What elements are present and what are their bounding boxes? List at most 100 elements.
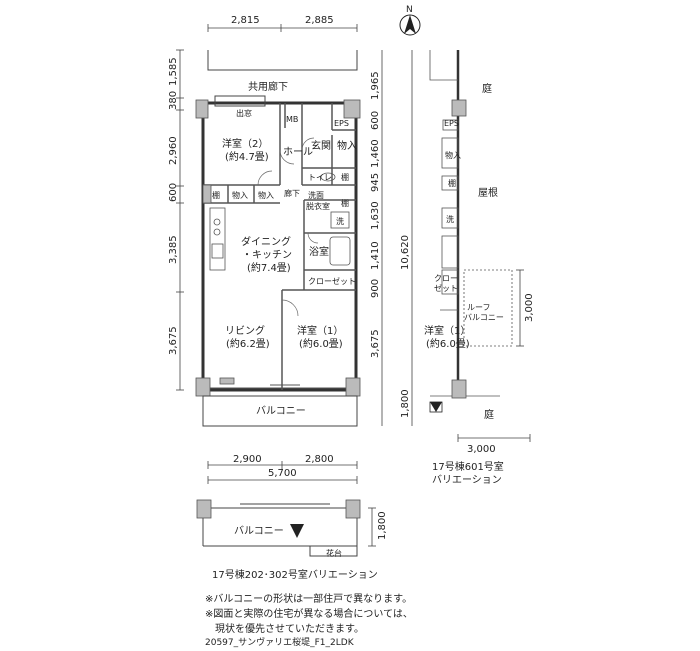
washroom-label: 洗面: [308, 190, 324, 200]
balcony-sash: [210, 384, 346, 389]
var-shelf-label: 棚: [448, 178, 456, 188]
storage-entrance-1: 物入: [337, 139, 357, 152]
door-swings: [257, 137, 319, 317]
dim-mid-3: 1,460: [370, 139, 381, 168]
living-label: リビング: [225, 324, 265, 337]
variation-202-title: 17号棟202･302号室バリエーション: [212, 568, 378, 581]
view-direction-icon: [429, 401, 443, 413]
note-line-1: ※バルコニーの形状は一部住戸で異なります。: [205, 594, 413, 605]
hall-label: ホール: [283, 146, 313, 158]
bay-window: [214, 95, 266, 107]
note-line-3: 現状を優先させていただきます。: [205, 624, 364, 635]
top-dimension-line: [207, 24, 358, 32]
dim-bottom-2: 2,800: [305, 454, 334, 465]
dim-mid-2: 600: [370, 111, 381, 130]
flower-bed-label: 花台: [326, 548, 342, 558]
dim-top-2: 2,885: [305, 15, 334, 26]
dim-top-1: 2,815: [231, 15, 260, 26]
western2-area: (約4.7畳): [225, 150, 269, 163]
variation-601-fixtures: [429, 50, 513, 397]
corridor-outline: [207, 50, 358, 71]
var-balcony-dimension: [368, 507, 376, 547]
north-compass-icon: N: [399, 5, 421, 36]
garden-top-label: 庭: [482, 82, 492, 95]
dim-left-2: 380: [168, 91, 179, 110]
corridor-short-label: 廊下: [284, 188, 300, 198]
bay-window-label: 出窓: [236, 108, 252, 118]
left-dimension-line: [176, 49, 184, 391]
var-closet-label-2: ゼット: [434, 283, 458, 293]
roof-label: 屋根: [478, 186, 498, 199]
dim-bottom-1: 2,900: [233, 454, 262, 465]
dim-var-balcony: 1,800: [377, 511, 388, 540]
dim-mid-9: 3,675: [370, 329, 381, 358]
living-area: (約6.2畳): [226, 337, 270, 350]
dim-left-3: 2,960: [168, 136, 179, 165]
var-eps-label: EPS: [444, 119, 459, 128]
dining-area: (約7.4畳): [247, 261, 291, 274]
dim-mid-5: 1,630: [370, 201, 381, 230]
roof-balcony-label-2: バルコニー: [464, 313, 504, 322]
western1-label: 洋室（1）: [297, 324, 343, 337]
kitchen-label: ・キッチン: [242, 249, 292, 261]
var-western1-area: (約6.0畳): [426, 337, 470, 350]
roof-balcony-dimension: [516, 269, 524, 347]
bathtub-icon: [329, 236, 351, 266]
variation-601-title-2: バリエーション: [432, 474, 502, 486]
compass-label: N: [406, 5, 413, 15]
view-direction-icon-2: [290, 524, 304, 538]
shelf-label-3: 棚: [341, 198, 349, 208]
dressing-room-label: 脱衣室: [306, 201, 330, 211]
footer-code: 20597_サンヴァリエ桜堤_F1_2LDK: [205, 638, 354, 648]
dim-left-5: 3,385: [168, 235, 179, 264]
dim-left-4: 600: [168, 183, 179, 202]
var-wash-label: 洗: [446, 214, 454, 224]
var-bottom-dimension: [457, 434, 531, 442]
eps-label: EPS: [334, 119, 349, 128]
dim-mid-4: 945: [370, 173, 381, 192]
var-balcony-label: バルコニー: [234, 525, 284, 537]
dim-left-1: 1,585: [168, 57, 179, 86]
toilet-fixture-icon: [320, 172, 336, 182]
storage-label-3: 物入: [258, 190, 274, 200]
bath-label: 浴室: [309, 245, 329, 258]
toilet-label: トイレ: [308, 173, 332, 182]
balcony-label: バルコニー: [256, 405, 306, 417]
structural-columns: [195, 99, 361, 397]
balcony-outline: [202, 395, 358, 427]
washing-machine-icon: [330, 211, 350, 229]
shelf-label-2: 棚: [212, 190, 220, 200]
mb-label: MB: [286, 115, 298, 124]
var-western1-label: 洋室（1）: [424, 324, 470, 337]
variation-202-columns: [196, 499, 361, 519]
wash-label: 洗: [336, 216, 344, 226]
roof-balcony-label-1: ルーフ: [467, 303, 491, 312]
dim-var-bottom: 3,000: [467, 444, 496, 455]
main-plan-walls: [201, 101, 358, 392]
garden-bottom-label: 庭: [484, 408, 494, 421]
bottom-dimension-line: [207, 461, 358, 484]
dim-mid-10: 1,800: [400, 389, 411, 418]
var-storage-label: 物入: [445, 150, 461, 160]
storage-label-2: 物入: [232, 190, 248, 200]
dim-mid-7: 10,620: [400, 235, 411, 270]
dim-mid-6: 1,410: [370, 241, 381, 270]
closet-label: クローゼット: [308, 276, 356, 286]
variation-601-columns: [451, 99, 467, 399]
variation-601-title-1: 17号棟601号室: [432, 460, 504, 473]
dim-roof-h: 3,000: [524, 293, 535, 322]
dim-left-6: 3,675: [168, 326, 179, 355]
interior-walls: [203, 103, 356, 390]
dim-mid-8: 900: [370, 279, 381, 298]
kitchen-counter: [209, 207, 226, 271]
mid-dimension-line: [381, 50, 413, 426]
shelf-label-1: 棚: [341, 172, 349, 182]
entrance-label: 玄関: [311, 139, 331, 152]
dining-label: ダイニング: [241, 235, 291, 248]
corridor-label: 共用廊下: [248, 80, 288, 93]
var-closet-label-1: クロー: [434, 274, 458, 283]
western2-label: 洋室（2）: [222, 137, 268, 150]
note-line-2: ※図面と実際の住宅が異なる場合については、: [205, 609, 413, 620]
western1-area: (約6.0畳): [299, 337, 343, 350]
